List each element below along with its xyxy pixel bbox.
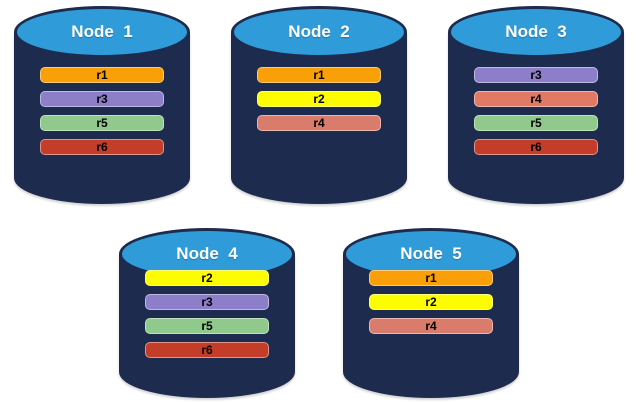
replica-label: r3: [201, 295, 213, 309]
replica-bar-r5: r5: [474, 115, 598, 131]
replica-label: r5: [96, 116, 108, 130]
replica-bar-r1: r1: [369, 270, 493, 286]
top-row: Node 1 r1 r3 r5 r6 Node 2 r1 r2 r4: [0, 6, 638, 204]
node-2-title: Node 2: [288, 22, 350, 41]
node-5-cylinder: Node 5 r1 r2 r4: [343, 228, 519, 398]
bottom-row: Node 4 r2 r3 r5 r6 Node 5 r1 r2 r4: [0, 228, 638, 398]
replica-label: r1: [96, 68, 108, 82]
replica-label: r4: [313, 116, 325, 130]
replica-bar-r4: r4: [257, 115, 381, 131]
replica-bar-r2: r2: [369, 294, 493, 310]
replica-bar-r3: r3: [474, 67, 598, 83]
node-3-replica-list: r3 r4 r5 r6: [448, 67, 624, 155]
replica-label: r3: [96, 92, 108, 106]
replica-label: r6: [96, 140, 108, 154]
replica-bar-r3: r3: [145, 294, 269, 310]
node-2-cylinder-top: Node 2: [231, 6, 407, 58]
node-4-title: Node 4: [176, 244, 238, 263]
node-3-title: Node 3: [505, 22, 567, 41]
node-1-replica-list: r1 r3 r5 r6: [14, 67, 190, 155]
replica-bar-r6: r6: [40, 139, 164, 155]
replica-label: r1: [313, 68, 325, 82]
replica-label: r5: [530, 116, 542, 130]
node-3-cylinder-top: Node 3: [448, 6, 624, 58]
node-1-title: Node 1: [71, 22, 133, 41]
node-2-replica-list: r1 r2 r4: [231, 67, 407, 131]
node-1-cylinder: Node 1 r1 r3 r5 r6: [14, 6, 190, 204]
replica-bar-r4: r4: [369, 318, 493, 334]
replica-label: r3: [530, 68, 542, 82]
node-5-replica-list: r1 r2 r4: [343, 270, 519, 334]
replica-label: r6: [530, 140, 542, 154]
node-1-cylinder-top: Node 1: [14, 6, 190, 58]
node-3-cylinder: Node 3 r3 r4 r5 r6: [448, 6, 624, 204]
replica-bar-r5: r5: [145, 318, 269, 334]
replica-bar-r6: r6: [145, 342, 269, 358]
replica-bar-r1: r1: [257, 67, 381, 83]
replica-label: r6: [201, 343, 213, 357]
replica-bar-r1: r1: [40, 67, 164, 83]
replica-label: r2: [425, 295, 437, 309]
replica-label: r5: [201, 319, 213, 333]
replica-label: r4: [530, 92, 542, 106]
replica-bar-r2: r2: [145, 270, 269, 286]
node-4-replica-list: r2 r3 r5 r6: [119, 270, 295, 358]
replica-label: r4: [425, 319, 437, 333]
node-5-title: Node 5: [400, 244, 462, 263]
replica-label: r1: [425, 271, 437, 285]
replica-bar-r2: r2: [257, 91, 381, 107]
node-4-cylinder: Node 4 r2 r3 r5 r6: [119, 228, 295, 398]
replica-bar-r5: r5: [40, 115, 164, 131]
replica-label: r2: [201, 271, 213, 285]
replica-bar-r3: r3: [40, 91, 164, 107]
replica-label: r2: [313, 92, 325, 106]
node-2-cylinder: Node 2 r1 r2 r4: [231, 6, 407, 204]
replica-bar-r6: r6: [474, 139, 598, 155]
replica-bar-r4: r4: [474, 91, 598, 107]
